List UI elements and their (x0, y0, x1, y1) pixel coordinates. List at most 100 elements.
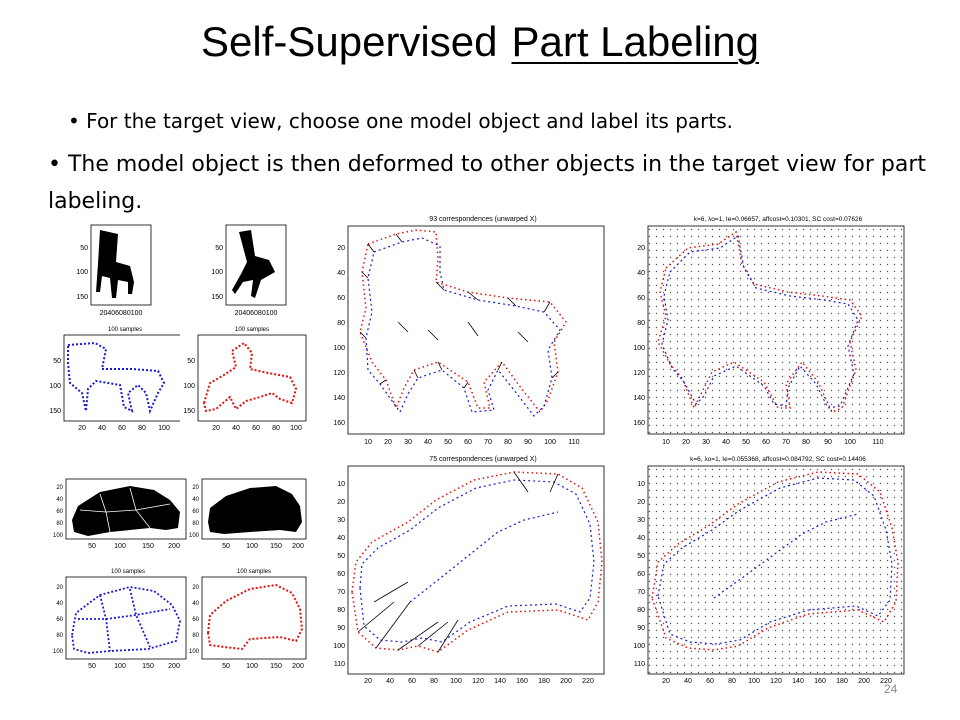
ytick: 100 (76, 269, 88, 276)
xtick: 80 (504, 439, 512, 446)
xtick: 120 (472, 678, 484, 685)
xtick: 150 (142, 663, 154, 670)
car-samples-2: 100 samples 20 40 60 80 100 50 100 150 2… (189, 569, 307, 670)
xtick: 110 (872, 439, 883, 446)
xtick: 80 (430, 678, 438, 685)
panel-title: 100 samples (235, 327, 269, 333)
panel-title: k=6, λo=1, Ie=0.055368, affcost=0.084792… (690, 456, 866, 463)
ytick: 50 (337, 553, 345, 560)
panel-title: 75 correspondences (unwarped X) (429, 456, 536, 463)
ytick: 80 (337, 320, 345, 327)
panel-title: 100 samples (108, 327, 142, 333)
ytick: 70 (637, 589, 645, 596)
xtick: 120 (770, 678, 782, 685)
ytick: 110 (634, 661, 645, 668)
ytick: 160 (333, 420, 345, 427)
ytick: 120 (333, 370, 345, 377)
xtick: 200 (292, 663, 304, 670)
ytick: 100 (53, 533, 64, 539)
xtick: 80 (802, 439, 810, 446)
chair-correspondences-plot: 93 correspondences (unwarped X) 20 40 60… (333, 216, 605, 446)
ytick: 40 (337, 270, 345, 277)
xtick: 70 (782, 439, 790, 446)
ytick: 80 (192, 521, 199, 527)
xtick: 20 (682, 439, 690, 446)
ytick: 150 (76, 294, 88, 301)
ytick: 110 (334, 661, 345, 668)
xtick: 200 (292, 543, 304, 550)
xtick: 100 (844, 439, 856, 446)
xtick: 100 (114, 663, 126, 670)
panel-title: 100 samples (237, 569, 271, 575)
xtick: 20 (212, 425, 220, 432)
ytick: 20 (56, 585, 63, 591)
ytick: 30 (637, 517, 645, 524)
ytick: 20 (56, 485, 63, 491)
xtick: 200 (858, 678, 870, 685)
ytick: 80 (56, 633, 63, 639)
ytick: 60 (337, 571, 345, 578)
xtick: 20 (78, 425, 86, 432)
ytick: 50 (215, 245, 223, 252)
ytick: 60 (56, 617, 63, 623)
xtick: 60 (762, 439, 770, 446)
ytick: 100 (633, 345, 645, 352)
bullet-1: • For the target view, choose one model … (68, 109, 733, 133)
xtick: 50 (222, 663, 230, 670)
ytick: 100 (211, 269, 223, 276)
xtick: 150 (270, 663, 282, 670)
chair-silhouette-1: 50 100 150 20406080100 (76, 224, 152, 317)
xtick: 40 (232, 425, 240, 432)
xtick: 220 (582, 678, 594, 685)
xtick: 50 (88, 663, 96, 670)
ytick: 140 (633, 395, 645, 402)
xtick: 50 (742, 439, 750, 446)
xtick: 80 (272, 425, 280, 432)
ytick: 120 (633, 370, 645, 377)
xtick: 220 (880, 678, 892, 685)
ytick: 20 (337, 245, 345, 252)
xtick: 20 (364, 678, 372, 685)
xtick: 30 (702, 439, 710, 446)
xtick: 50 (88, 543, 96, 550)
ytick: 70 (337, 589, 345, 596)
xtick: 90 (524, 439, 532, 446)
xtick: 140 (494, 678, 506, 685)
ytick: 100 (183, 383, 195, 390)
xtick: 160 (516, 678, 528, 685)
xtick: 100 (158, 425, 170, 432)
xtick: 80 (728, 678, 736, 685)
ytick: 60 (337, 295, 345, 302)
ytick: 20 (337, 499, 345, 506)
page-number: 24 (884, 682, 898, 696)
xtick: 160 (814, 678, 826, 685)
xtick: 200 (168, 663, 180, 670)
ytick: 40 (637, 270, 645, 277)
xtick: 20406080100 (235, 310, 278, 317)
ytick: 100 (53, 649, 64, 655)
ytick: 50 (80, 245, 88, 252)
ytick: 50 (187, 358, 195, 365)
ytick: 60 (637, 571, 645, 578)
chair-silhouette-2: 50 100 150 20406080100 (211, 224, 287, 317)
ytick: 40 (192, 601, 199, 607)
xtick: 40 (386, 678, 394, 685)
xtick: 100 (544, 439, 556, 446)
ytick: 40 (56, 601, 63, 607)
ytick: 100 (633, 643, 645, 650)
bullet-2: • The model object is then deformed to o… (48, 152, 927, 214)
xtick: 40 (98, 425, 106, 432)
xtick: 60 (252, 425, 260, 432)
ytick: 100 (49, 383, 61, 390)
car-silhouette-1: 20 40 60 80 100 50 100 150 200 (53, 478, 187, 550)
ytick: 80 (337, 607, 345, 614)
xtick: 20406080100 (100, 310, 143, 317)
ytick: 60 (192, 509, 199, 515)
chair-warped-plot: k=6, λo=1, Ie=0.06657, affcost=0.10301, … (633, 216, 905, 446)
ytick: 10 (637, 481, 645, 488)
xtick: 20 (384, 439, 392, 446)
xtick: 150 (142, 543, 154, 550)
ytick: 50 (53, 358, 61, 365)
panel-title: 93 correspondences (unwarped X) (429, 216, 536, 223)
